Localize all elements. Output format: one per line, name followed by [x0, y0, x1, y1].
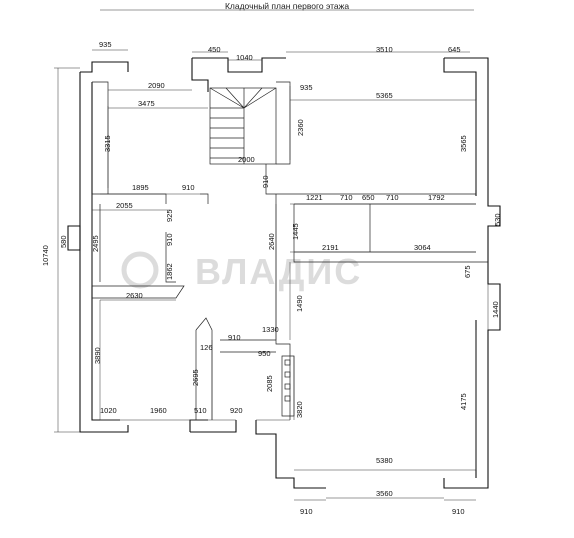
dim-label: 3475	[138, 99, 155, 108]
dim-label: 950	[258, 349, 271, 358]
dim-label: 1895	[132, 183, 149, 192]
dim-label: 126	[200, 343, 213, 352]
dim-label: 1221	[306, 193, 323, 202]
dimension-labels: 935 450 1040 3510 645 2090 935 3475 5365…	[41, 40, 502, 516]
dim-label: 3820	[295, 401, 304, 418]
dim-label: 910	[182, 183, 195, 192]
dim-label: 1440	[491, 301, 500, 318]
dim-label: 1445	[291, 223, 300, 240]
dim-label: 2055	[116, 201, 133, 210]
dim-label: 2000	[238, 155, 255, 164]
dim-label: 3890	[93, 347, 102, 364]
dim-label: 910	[452, 507, 465, 516]
dim-label: 1792	[428, 193, 445, 202]
dim-label: 3560	[376, 489, 393, 498]
dim-label: 2630	[126, 291, 143, 300]
dim-label: 10740	[41, 245, 50, 266]
dim-label: 530	[493, 213, 502, 226]
dim-label: 1960	[150, 406, 167, 415]
dimension-lines	[54, 49, 489, 501]
dim-label: 2090	[148, 81, 165, 90]
dim-label: 650	[362, 193, 375, 202]
dim-label: 1490	[295, 295, 304, 312]
dim-label: 2640	[267, 233, 276, 250]
dim-label: 3064	[414, 243, 431, 252]
dim-label: 5380	[376, 456, 393, 465]
dim-label: 935	[300, 83, 313, 92]
dim-label: 645	[448, 45, 461, 54]
dim-label: 3565	[459, 135, 468, 152]
watermark-text: ВЛАДИС	[195, 251, 362, 292]
dim-label: 1040	[236, 53, 253, 62]
watermark: ВЛАДИС	[121, 251, 362, 292]
dim-label: 2360	[296, 119, 305, 136]
dim-label: 710	[386, 193, 399, 202]
dim-label: 510	[194, 406, 207, 415]
dim-label: 925	[165, 209, 174, 222]
staircase	[209, 87, 277, 165]
dim-label: 3315	[103, 135, 112, 152]
dim-label: 910	[228, 333, 241, 342]
dim-label: 910	[261, 175, 270, 188]
dim-label: 1330	[262, 325, 279, 334]
dim-label: 1020	[100, 406, 117, 415]
dim-label: 910	[165, 233, 174, 246]
dim-label: 580	[59, 235, 68, 248]
dim-label: 710	[340, 193, 353, 202]
dim-label: 4175	[459, 393, 468, 410]
dim-label: 2695	[191, 369, 200, 386]
dim-label: 2495	[91, 235, 100, 252]
dim-label: 910	[300, 507, 313, 516]
dim-label: 3510	[376, 45, 393, 54]
dim-label: 1862	[165, 263, 174, 280]
plan-title: Кладочный план первого этажа	[224, 1, 350, 11]
dim-label: 5365	[376, 91, 393, 100]
dim-label: 935	[99, 40, 112, 49]
dim-label: 920	[230, 406, 243, 415]
dim-label: 2191	[322, 243, 339, 252]
dim-label: 450	[208, 45, 221, 54]
dim-label: 675	[463, 265, 472, 278]
dim-label: 2085	[265, 375, 274, 392]
